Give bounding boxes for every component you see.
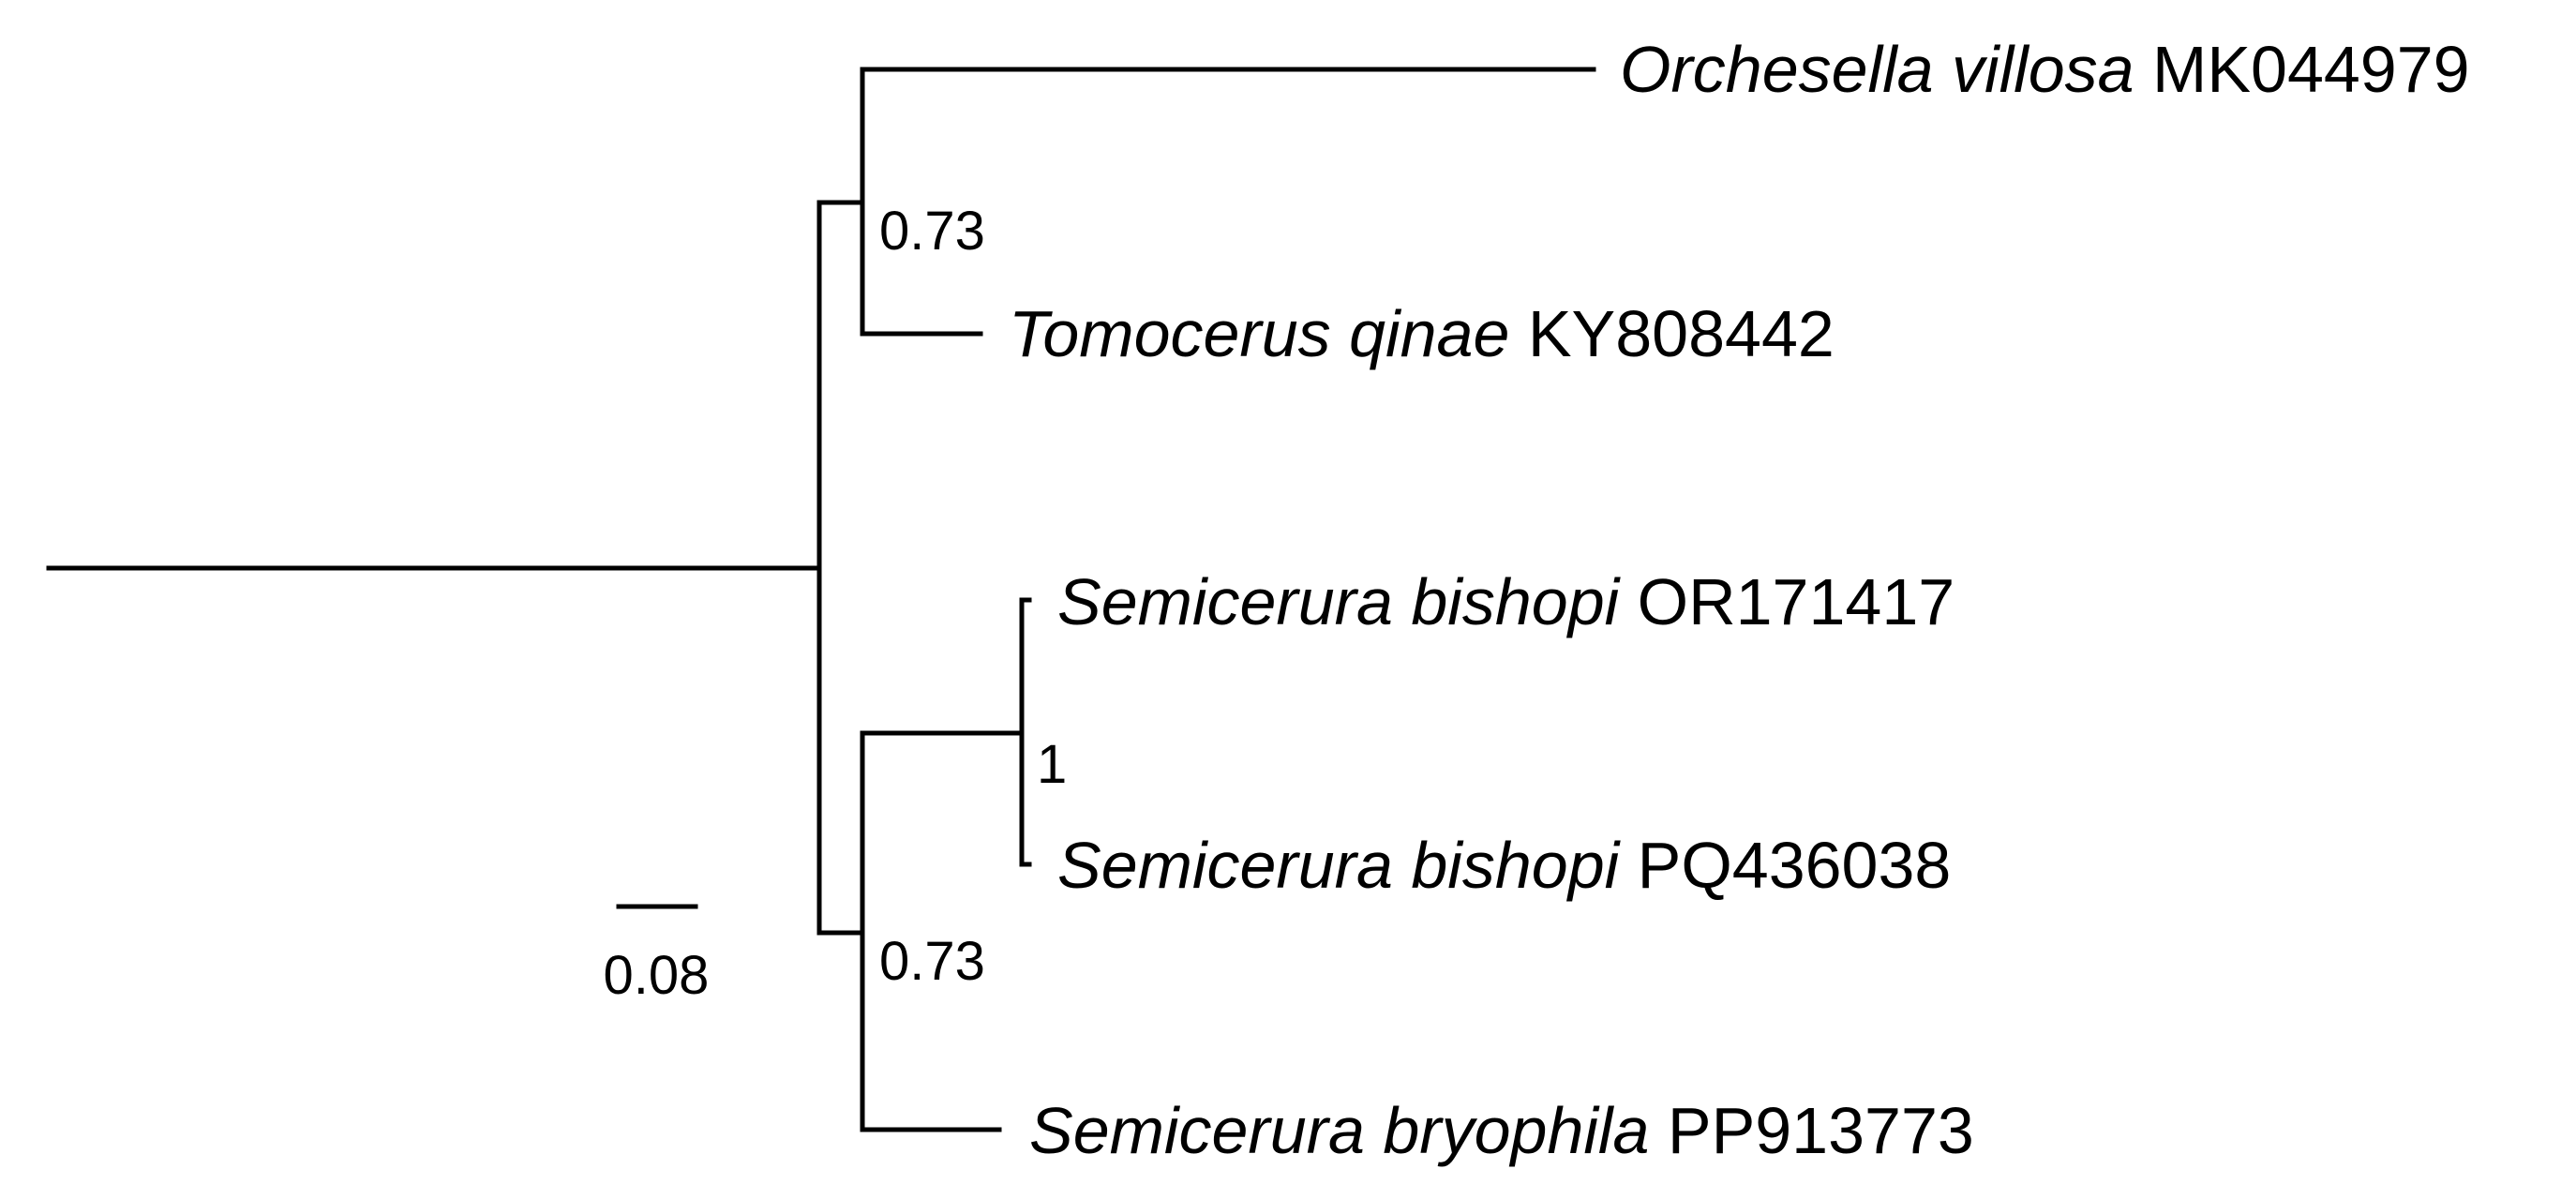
support-value-semicerura: 0.73 bbox=[879, 931, 985, 992]
tip-label-semicerura-bryophila: Semicerura bryophila PP913773 bbox=[1029, 1094, 1974, 1167]
scale-bar-label: 0.08 bbox=[604, 945, 710, 1006]
tip-label-semicerura-bishopi-pq436038: Semicerura bishopi PQ436038 bbox=[1057, 829, 1951, 902]
support-value-orchesella-tomocerus: 0.73 bbox=[879, 201, 985, 262]
tip-label-tomocerus-qinae: Tomocerus qinae KY808442 bbox=[1009, 297, 1835, 370]
tip-label-orchesella-villosa: Orchesella villosa MK044979 bbox=[1620, 33, 2470, 106]
support-value-bishopi-pair: 1 bbox=[1037, 734, 1067, 795]
tip-label-semicerura-bishopi-or171417: Semicerura bishopi OR171417 bbox=[1057, 565, 1954, 638]
